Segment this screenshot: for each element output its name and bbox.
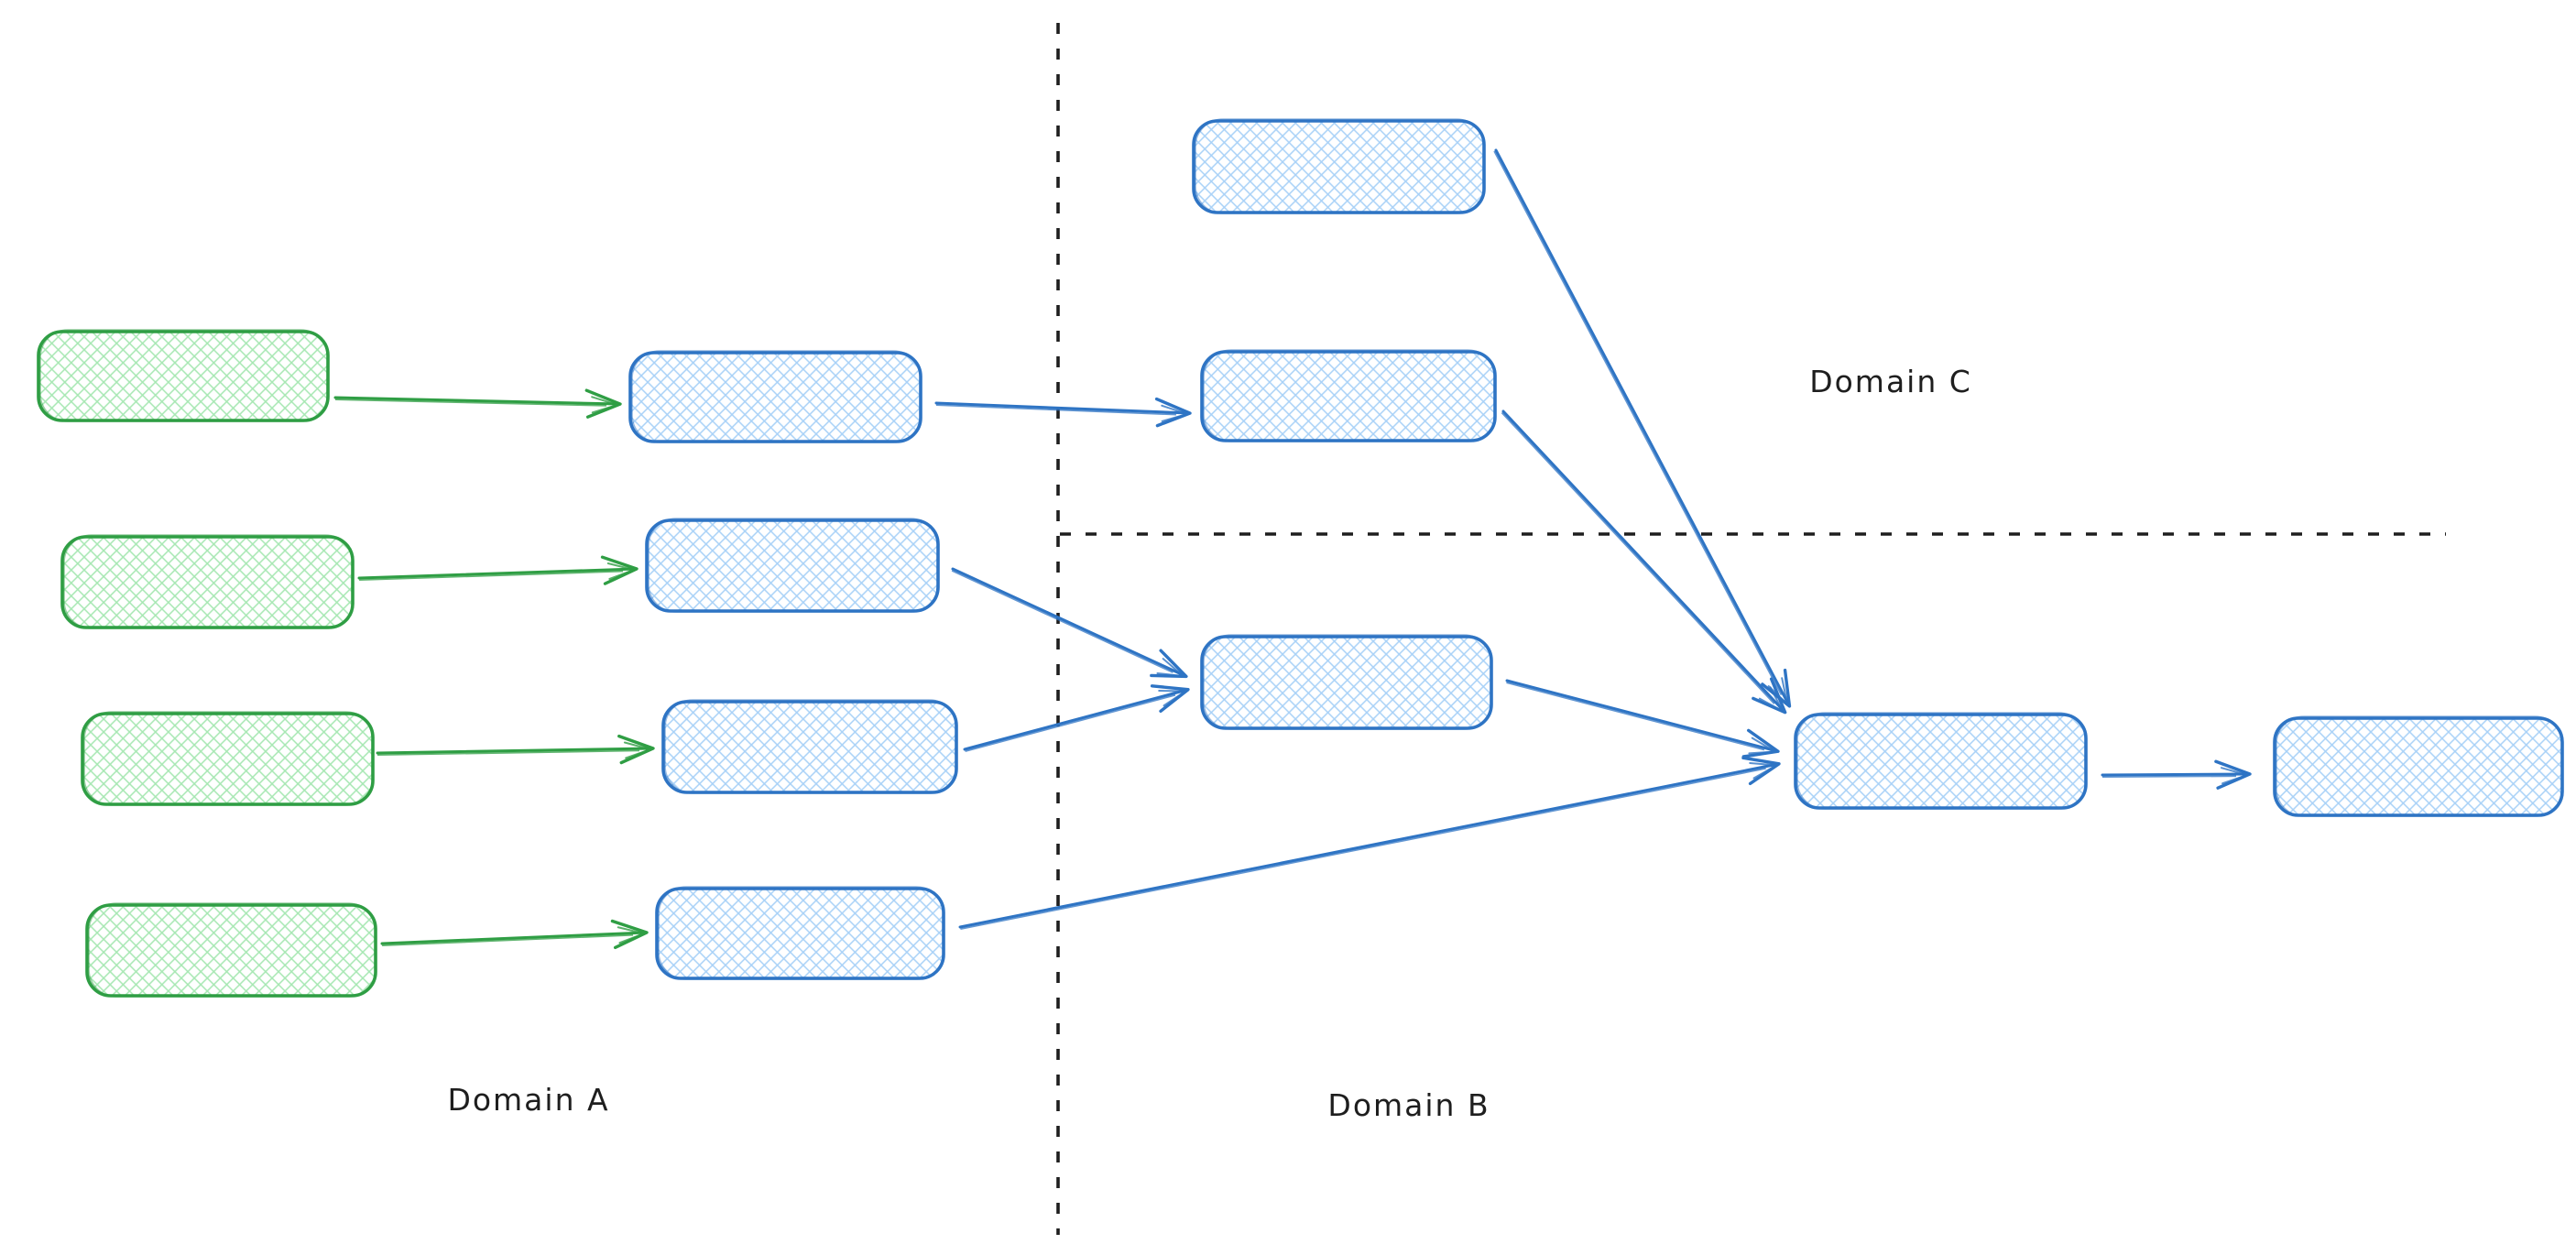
edge-stage1-upper2: [934, 397, 1192, 428]
node-hub: [1794, 712, 2088, 810]
edge-source1-stage1: [333, 388, 622, 419]
node-mid-1: [1200, 634, 1493, 730]
node-stage-4: [655, 886, 945, 980]
nodes-layer: [37, 118, 2564, 998]
edge-stage4-hub: [958, 756, 1781, 930]
edge-stage3-mid1: [963, 684, 1190, 752]
node-stage-2: [645, 518, 940, 613]
node-source-4: [85, 902, 377, 998]
node-source-1: [37, 329, 330, 422]
edge-stage2-mid1: [951, 567, 1188, 679]
edge-source4-stage4: [380, 919, 649, 950]
labels-layer: Domain A Domain B Domain C: [447, 364, 1972, 1123]
domain-a-label: Domain A: [447, 1082, 609, 1118]
edge-hub-sink: [2101, 759, 2252, 790]
edge-source3-stage3: [376, 734, 655, 765]
domain-b-label: Domain B: [1327, 1087, 1490, 1123]
domain-dividers-layer: [1056, 23, 2446, 1235]
node-sink: [2273, 715, 2564, 817]
edge-upper2-hub: [1501, 409, 1787, 715]
node-upper-1: [1192, 118, 1486, 214]
node-stage-1: [628, 350, 922, 443]
edge-upper1-hub: [1493, 148, 1792, 708]
domain-c-label: Domain C: [1809, 364, 1972, 399]
node-upper-2: [1200, 349, 1497, 442]
node-stage-3: [661, 699, 958, 794]
node-source-3: [81, 711, 375, 806]
edge-source2-stage2: [357, 555, 639, 585]
node-source-2: [60, 534, 355, 629]
edges-layer: [333, 148, 2252, 950]
edge-mid1-hub: [1505, 679, 1780, 758]
